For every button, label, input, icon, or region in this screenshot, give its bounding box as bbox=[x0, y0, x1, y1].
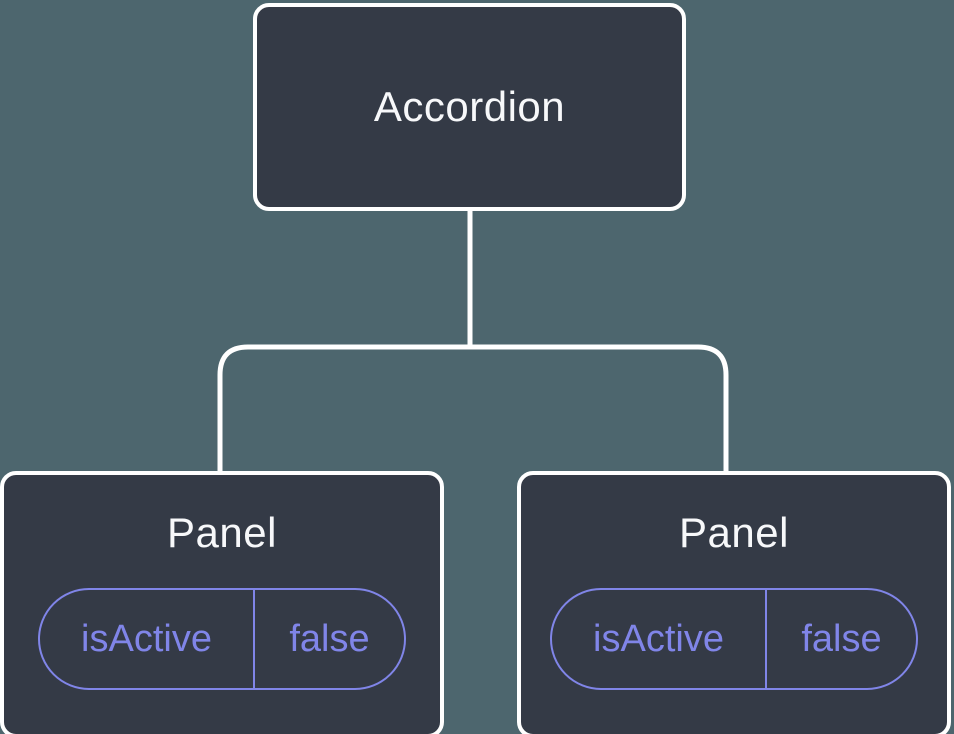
panel-right-state-pill: isActive false bbox=[550, 588, 918, 690]
connector-bracket bbox=[217, 344, 729, 473]
panel-node-right: Panel isActive false bbox=[517, 471, 951, 734]
panel-node-left: Panel isActive false bbox=[0, 471, 444, 734]
accordion-node: Accordion bbox=[253, 3, 686, 211]
accordion-node-label: Accordion bbox=[373, 83, 566, 130]
state-key-label: isActive bbox=[40, 590, 255, 688]
state-value-label: false bbox=[801, 617, 882, 660]
panel-right-label: Panel bbox=[679, 509, 789, 556]
state-value-label: false bbox=[289, 617, 370, 660]
panel-left-state-pill: isActive false bbox=[38, 588, 406, 690]
panel-left-label: Panel bbox=[167, 509, 277, 556]
state-key-label: isActive bbox=[552, 590, 767, 688]
